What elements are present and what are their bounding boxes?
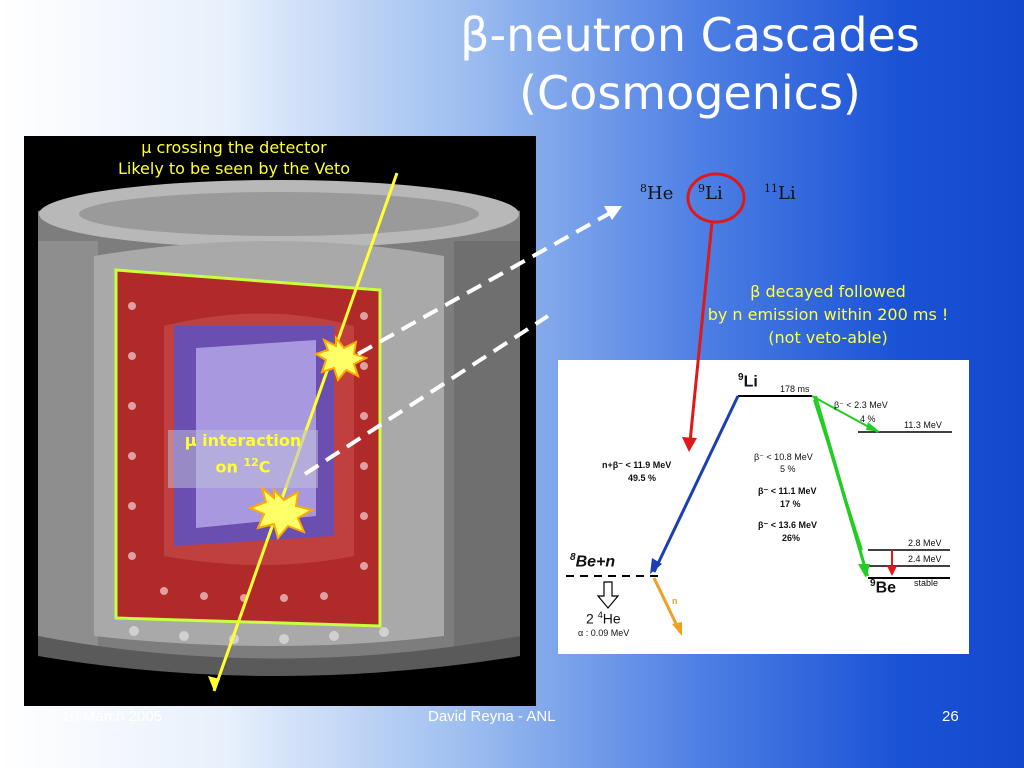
beta-branch-c	[813, 399, 863, 551]
isotope-mass: 9	[698, 182, 705, 195]
level-11-3-label: 11.3 MeV	[904, 420, 942, 430]
decay-caption: β decayed followed by n emission within …	[668, 280, 988, 349]
left-wall	[38, 241, 98, 651]
isotope-mass: 11	[764, 182, 778, 195]
muon-caption-line-1: μ crossing the detector	[141, 138, 327, 157]
half-life: 178 ms	[780, 384, 810, 394]
branch-2-3: β⁻ < 2.3 MeV	[834, 400, 888, 410]
branch-13-6-pct: 26%	[782, 533, 801, 543]
li9-mass: 9	[738, 372, 744, 383]
muon-caption-line-2: Likely to be seen by the Veto	[117, 159, 351, 178]
n-beta-branch	[652, 395, 740, 573]
neutron-arrowhead	[672, 622, 682, 636]
isotope-li9: 9Li	[698, 182, 723, 204]
branch-10-8-pct: 5 %	[780, 464, 796, 474]
be9-element: Be	[875, 579, 897, 597]
interaction-mass: 12	[243, 456, 259, 469]
isotope-element: Li	[778, 183, 796, 204]
interaction-line-2: on 12C	[168, 452, 318, 478]
footer-author: David Reyna - ANL	[428, 708, 556, 725]
be9-mass: 9	[870, 578, 876, 589]
he-element: He	[602, 610, 621, 627]
beta-arrowhead	[858, 564, 870, 578]
branch-10-8: β⁻ < 10.8 MeV	[754, 452, 813, 462]
branch-13-6: β⁻ < 13.6 MeV	[758, 520, 818, 530]
right-wall	[454, 241, 520, 651]
branch-11-9: n+β⁻ < 11.9 MeV	[602, 460, 672, 470]
level-2-8-label: 2.8 MeV	[908, 538, 942, 548]
be8n-text: Be+n	[575, 553, 616, 571]
interaction-burst-2	[247, 485, 315, 541]
muon-caption: μ crossing the detector Likely to be see…	[24, 137, 444, 179]
detector-illustration	[24, 136, 536, 706]
he-count: 2	[586, 610, 594, 627]
isotope-mass: 8	[640, 182, 647, 195]
lid-inner	[79, 192, 479, 236]
level-diagram-lines	[566, 395, 952, 636]
be9-label: 9Be	[870, 578, 896, 597]
decay-level-diagram: 9Li 178 ms β⁻ < 2.3 MeV 4 % 11.3 MeV β⁻ …	[558, 360, 969, 654]
branch-11-1-pct: 17 %	[780, 499, 801, 509]
li9-element: Li	[743, 373, 758, 391]
title-line-1: β-neutron Cascades	[460, 8, 920, 62]
red-arrowhead	[887, 566, 897, 576]
alpha-energy: α : 0.09 MeV	[578, 628, 630, 638]
title-line-2: (Cosmogenics)	[519, 66, 861, 120]
isotope-list: 8He 9Li 11Li	[640, 182, 820, 212]
isotope-he8: 8He	[640, 182, 673, 204]
isotope-element: Li	[705, 183, 723, 204]
li9-label: 9Li	[738, 372, 758, 391]
he4-label: 2 4He	[586, 610, 621, 627]
base	[38, 636, 520, 676]
neutron-line	[652, 577, 682, 633]
footer-date: 10 March 2005	[62, 708, 163, 725]
interaction-label: μ interaction on 12C	[168, 430, 318, 488]
decay-caption-line-2: by n emission within 200 ms !	[707, 305, 949, 324]
be8n-label: 8Be+n	[570, 552, 615, 571]
slide-title: β-neutron Cascades (Cosmogenics)	[330, 6, 1024, 122]
interaction-line-1: μ interaction	[184, 431, 302, 450]
dashed-arrowhead	[604, 206, 622, 220]
branch-2-3-pct: 4 %	[860, 414, 876, 424]
isotope-element: He	[647, 183, 674, 204]
base-pmts	[129, 626, 389, 644]
muon-arrowhead	[208, 676, 220, 691]
isotope-li11: 11Li	[764, 182, 796, 204]
footer-page-number: 26	[942, 708, 959, 725]
detector-drawing	[38, 172, 520, 692]
he-mass: 4	[597, 610, 603, 620]
neutron-label: n	[672, 596, 678, 606]
be8n-mass: 8	[570, 552, 576, 563]
interaction-on: on	[215, 457, 244, 477]
beta-arrowhead-d	[866, 422, 880, 432]
branch-11-1: β⁻ < 11.1 MeV	[758, 486, 817, 496]
decay-caption-line-1: β decayed followed	[750, 282, 906, 301]
alpha-arrow	[596, 581, 620, 609]
stable-label: stable	[914, 578, 939, 588]
decay-caption-line-3: (not veto-able)	[768, 328, 888, 347]
interaction-element: C	[258, 457, 271, 477]
level-2-4-label: 2.4 MeV	[908, 554, 942, 564]
branch-11-9-pct: 49.5 %	[628, 473, 657, 483]
n-beta-arrowhead	[650, 558, 662, 574]
